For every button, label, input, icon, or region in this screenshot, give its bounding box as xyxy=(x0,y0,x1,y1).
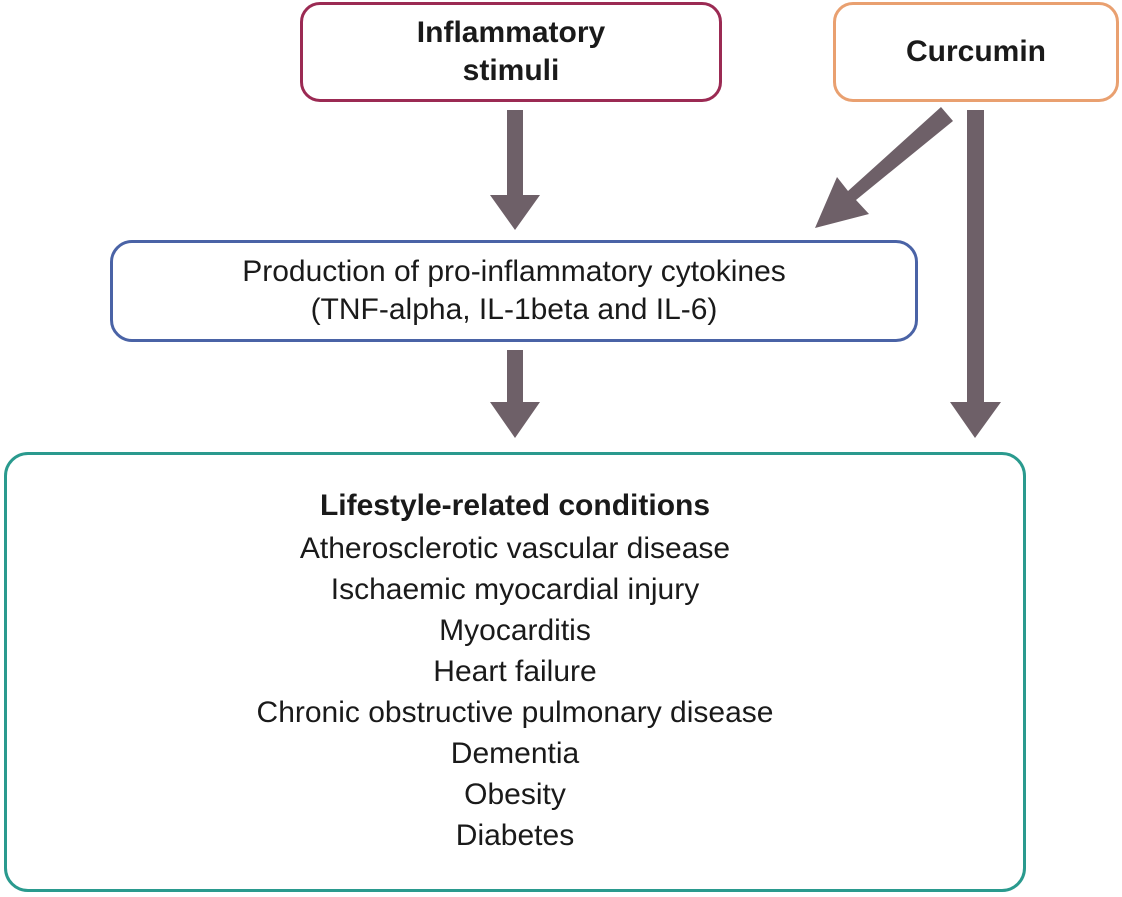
node-label-line: Production of pro-inflammatory cytokines xyxy=(242,255,786,288)
node-label-line: Inflammatory xyxy=(416,16,606,49)
condition-item: Dementia xyxy=(450,737,580,770)
arrow-curcumin-to-conditions xyxy=(950,110,1001,438)
node-cytokine-production: Production of pro-inflammatory cytokines… xyxy=(110,240,918,342)
condition-item: Heart failure xyxy=(433,655,597,688)
arrow-cytokines-to-conditions xyxy=(490,350,540,438)
condition-item: Obesity xyxy=(464,778,566,811)
node-label-line: stimuli xyxy=(462,54,560,87)
condition-item: Atherosclerotic vascular disease xyxy=(299,532,731,565)
condition-item: Myocarditis xyxy=(439,614,591,647)
condition-item: Chronic obstructive pulmonary disease xyxy=(256,696,774,729)
arrow-stimuli-to-cytokines xyxy=(490,110,540,230)
arrow-curcumin-to-cytokines xyxy=(815,107,953,228)
node-lifestyle-conditions: Lifestyle-related conditions Atheroscler… xyxy=(4,452,1026,892)
condition-item: Diabetes xyxy=(455,819,575,852)
condition-item: Ischaemic myocardial injury xyxy=(330,573,700,606)
node-label: Curcumin xyxy=(905,35,1046,68)
node-inflammatory-stimuli: Inflammatory stimuli xyxy=(300,2,722,102)
conditions-title: Lifestyle-related conditions xyxy=(319,489,711,522)
node-label-line: (TNF-alpha, IL-1beta and IL-6) xyxy=(310,293,718,326)
node-curcumin: Curcumin xyxy=(833,2,1119,102)
